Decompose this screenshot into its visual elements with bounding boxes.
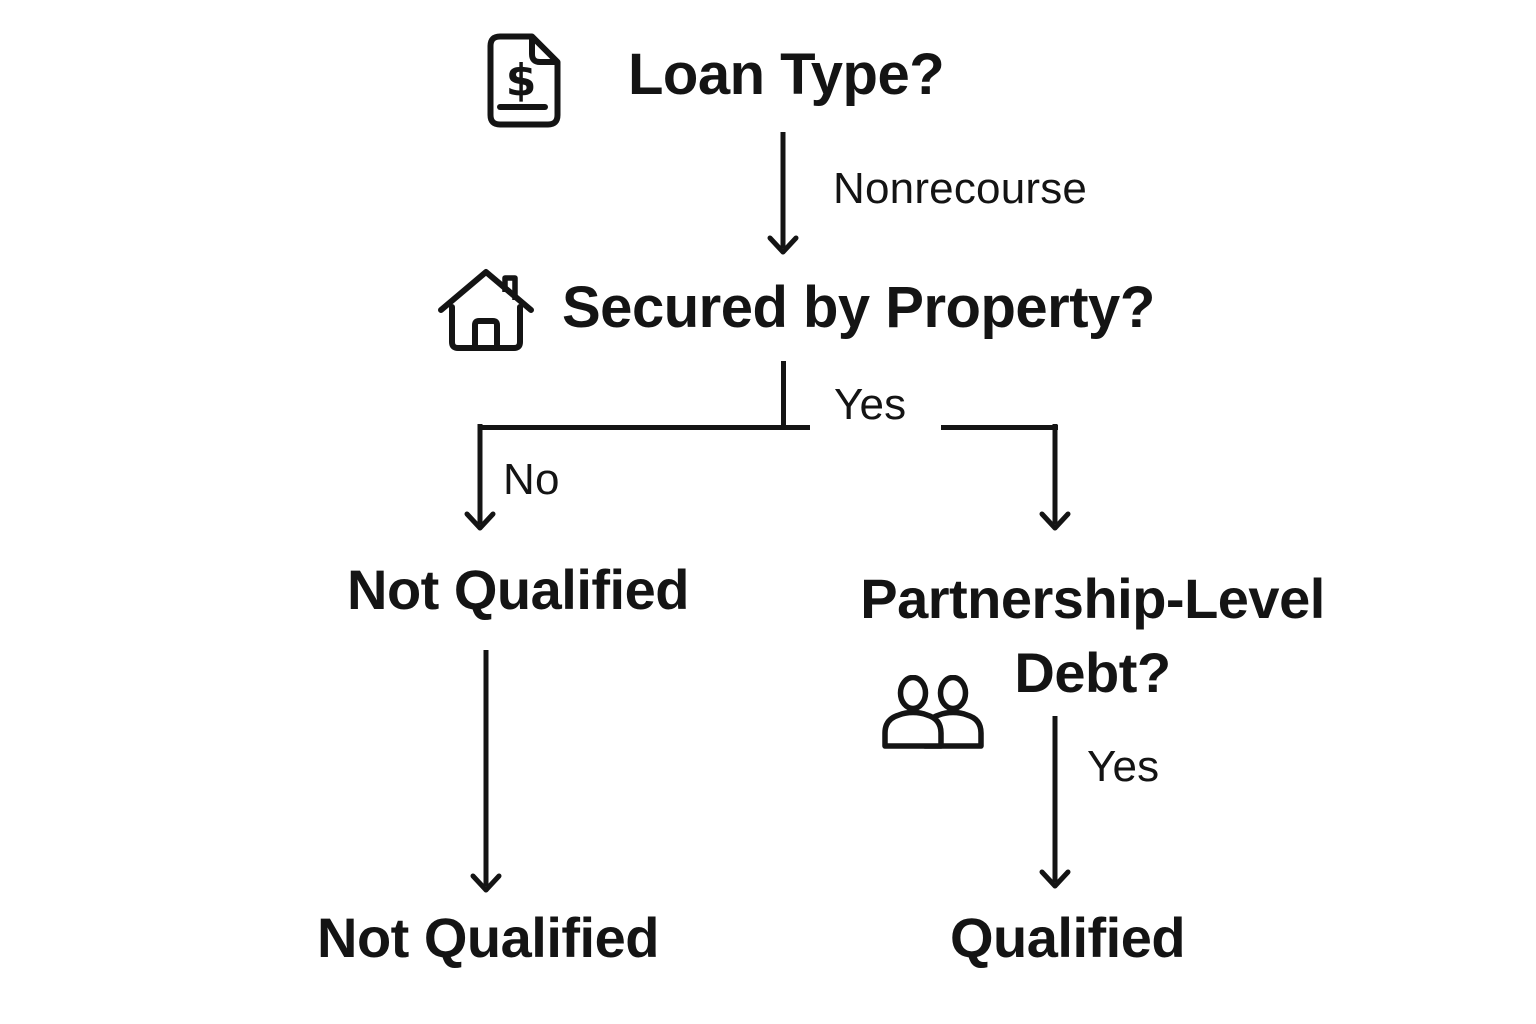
- arrow-down-partnership-yes: [1039, 716, 1071, 889]
- dollar-glyph: $: [506, 55, 537, 106]
- arrow-down-yes-branch: [1039, 424, 1071, 531]
- connector-horizontal-right: [941, 425, 1058, 430]
- node-qualified-final: Qualified: [950, 906, 1186, 969]
- node-not-qualified-final: Not Qualified: [317, 906, 659, 969]
- arrow-down-not-qualified: [470, 650, 502, 893]
- connector-horizontal-left: [478, 425, 810, 430]
- people-icon: [882, 675, 984, 749]
- dollar-document-icon: $: [487, 33, 561, 128]
- node-loan-type: Loan Type?: [628, 42, 945, 107]
- node-partnership-debt-line2: Debt?: [1014, 641, 1171, 704]
- edge-label-partnership-yes: Yes: [1087, 742, 1160, 791]
- arrow-down-no-branch: [464, 424, 496, 531]
- connector-stub: [781, 361, 786, 427]
- edge-label-nonrecourse: Nonrecourse: [833, 164, 1088, 213]
- node-not-qualified-mid: Not Qualified: [347, 558, 689, 621]
- node-secured-by-property: Secured by Property?: [562, 275, 1155, 340]
- arrow-down-nonrecourse: [767, 132, 799, 255]
- node-partnership-debt-line1: Partnership-Level: [860, 567, 1325, 630]
- house-icon: [438, 269, 534, 351]
- edge-label-yes-branch: Yes: [834, 380, 907, 429]
- edge-label-no: No: [503, 455, 560, 504]
- node-partnership-debt: Partnership-Level Debt?: [845, 562, 1340, 710]
